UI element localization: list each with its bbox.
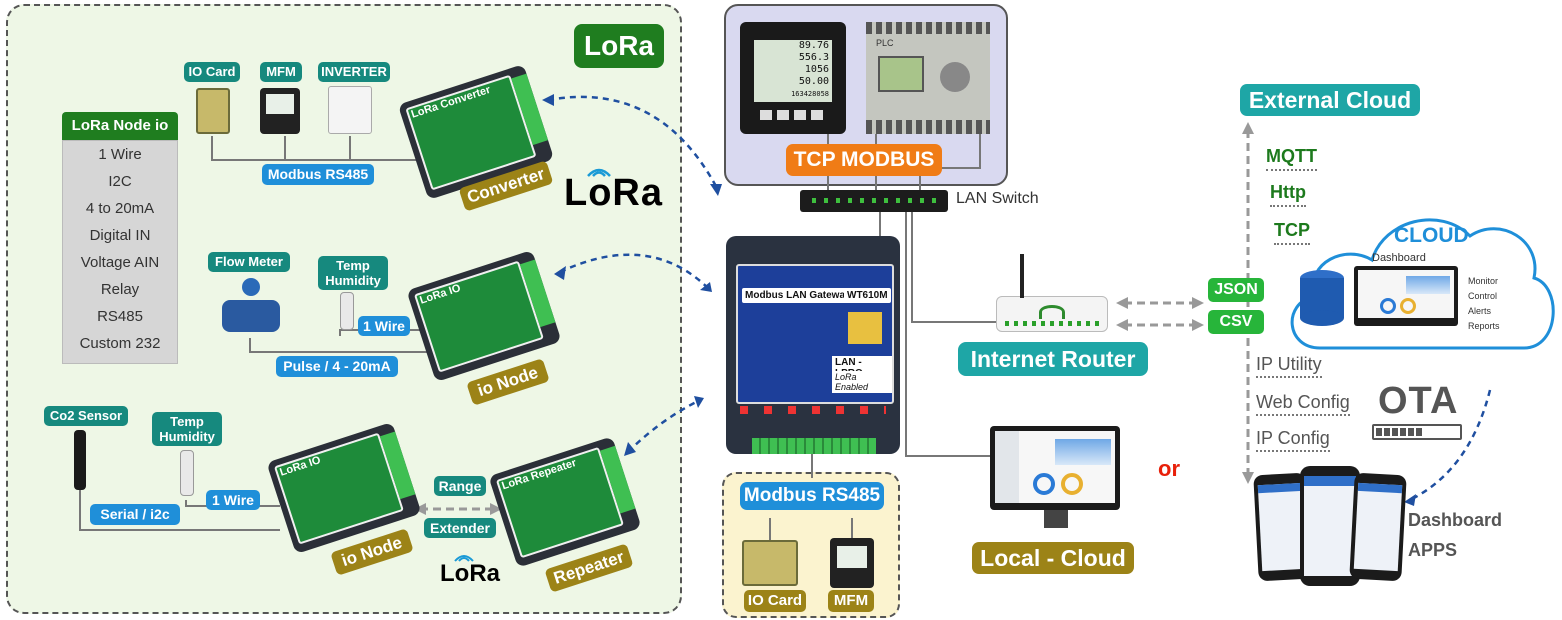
dashboard-label: Dashboard	[1372, 252, 1426, 264]
database-icon	[1300, 270, 1344, 326]
node-io-item: Digital IN	[89, 227, 151, 244]
cloud-label: CLOUD	[1394, 224, 1469, 247]
co2-sensor-label: Co2 Sensor	[44, 406, 128, 426]
router-antenna-icon	[1020, 254, 1024, 298]
node-io-item: Voltage AIN	[80, 254, 160, 271]
lan-switch-device	[800, 190, 948, 212]
extender-label: Extender	[424, 518, 496, 538]
mfm-label: MFM	[260, 62, 302, 82]
lora-logo: LoRa	[564, 172, 663, 214]
protocol-tcp: TCP	[1274, 220, 1310, 245]
temp-humidity-2-sensor-icon	[180, 450, 194, 496]
meter-reading: 163428058	[791, 90, 829, 98]
web-config-label: Web Config	[1256, 392, 1350, 416]
csv-label: CSV	[1208, 310, 1264, 334]
one-wire-1-label: 1 Wire	[358, 316, 410, 336]
inverter-label: INVERTER	[318, 62, 390, 82]
meter-reading: 89.76	[798, 40, 829, 51]
cloud-features-list: Monitor Control Alerts Reports	[1468, 274, 1500, 334]
gateway-sub2: LoRa Enabled	[832, 371, 892, 393]
json-label: JSON	[1208, 278, 1264, 302]
one-wire-2-label: 1 Wire	[206, 490, 260, 510]
meter-reading: 50.00	[798, 76, 829, 87]
lora-small-logo: LoRa	[440, 560, 500, 587]
cloud-feature-item: Reports	[1468, 321, 1500, 331]
node-io-item: Custom 232	[79, 335, 161, 352]
inverter-device-icon	[328, 86, 372, 134]
mfm-center-icon	[830, 538, 874, 588]
node-io-item: Relay	[100, 281, 140, 298]
cloud-feature-item: Monitor	[1468, 276, 1499, 286]
serial-i2c-label: Serial / i2c	[90, 504, 180, 525]
phone-center-icon	[1300, 466, 1360, 586]
temp-humidity-1-label: Temp Humidity	[318, 256, 388, 290]
lora-node-io-list: 1 Wire I2C 4 to 20mA Digital IN Voltage …	[62, 140, 178, 364]
node-io-item: RS485	[97, 308, 143, 325]
ip-utility-label: IP Utility	[1256, 354, 1322, 378]
internet-router-device	[996, 296, 1108, 332]
temp-humidity-1-sensor-icon	[340, 292, 354, 330]
pulse-label: Pulse / 4 - 20mA	[276, 356, 398, 377]
modbus-lan-gateway-device: Modbus LAN Gateway WT610M LAN - LPRO LoR…	[726, 236, 900, 454]
protocol-http: Http	[1270, 182, 1306, 207]
temp-humidity-2-label: Temp Humidity	[152, 412, 222, 446]
meter-reading: 556.3	[798, 52, 829, 63]
phone-right-icon	[1349, 472, 1407, 582]
mfm-center-label: MFM	[828, 590, 874, 612]
io-card-device-icon	[196, 88, 230, 134]
meter-reading: 1056	[804, 64, 829, 75]
lan-switch-label: LAN Switch	[956, 190, 1039, 207]
cloud-feature-item: Alerts	[1468, 306, 1492, 316]
cloud-dashboard-monitor-icon	[1354, 266, 1458, 326]
cloud-feature-item: Control	[1468, 291, 1498, 301]
tcp-modbus-label: TCP MODBUS	[786, 144, 942, 176]
protocol-mqtt: MQTT	[1266, 146, 1317, 171]
monitor-stand-icon	[1044, 510, 1068, 528]
local-cloud-label: Local - Cloud	[972, 542, 1134, 574]
node-io-item: I2C	[108, 173, 132, 190]
ip-config-label: IP Config	[1256, 428, 1330, 452]
lora-node-io-title: LoRa Node io	[62, 112, 178, 140]
plc-device: PLC	[866, 22, 990, 134]
lora-badge: LoRa	[574, 24, 664, 68]
io-card-center-icon	[742, 540, 798, 586]
local-cloud-monitor-device	[990, 426, 1120, 510]
modbus-rs485-center-label: Modbus RS485	[740, 482, 884, 510]
power-meter-device: 89.76 556.3 1056 50.00 163428058	[740, 22, 846, 134]
io-card-label: IO Card	[184, 62, 240, 82]
lora-signal-icon	[587, 168, 611, 177]
gateway-model: WT610M	[844, 288, 891, 303]
node-io-item: 4 to 20mA	[85, 200, 155, 217]
lora-small-signal-icon	[454, 555, 474, 562]
plc-label: PLC	[876, 38, 894, 48]
modbus-rs485-lora-label: Modbus RS485	[262, 164, 374, 185]
ota-label: OTA	[1378, 380, 1459, 422]
external-cloud-label: External Cloud	[1240, 84, 1420, 116]
range-label: Range	[434, 476, 486, 496]
or-label: or	[1158, 456, 1180, 481]
dashboard-apps-label-2: APPS	[1408, 540, 1458, 560]
node-io-item: 1 Wire	[98, 146, 142, 163]
mfm-device-icon	[260, 88, 300, 134]
dashboard-apps-label-1: Dashboard	[1408, 510, 1503, 530]
ota-progress-bar	[1372, 424, 1462, 440]
flow-meter-label: Flow Meter	[208, 252, 290, 272]
flow-meter-icon	[222, 278, 280, 336]
io-card-center-label: IO Card	[744, 590, 806, 612]
gateway-title: Modbus LAN Gateway	[742, 288, 854, 303]
co2-sensor-icon	[74, 430, 86, 490]
internet-router-label: Internet Router	[958, 342, 1148, 376]
